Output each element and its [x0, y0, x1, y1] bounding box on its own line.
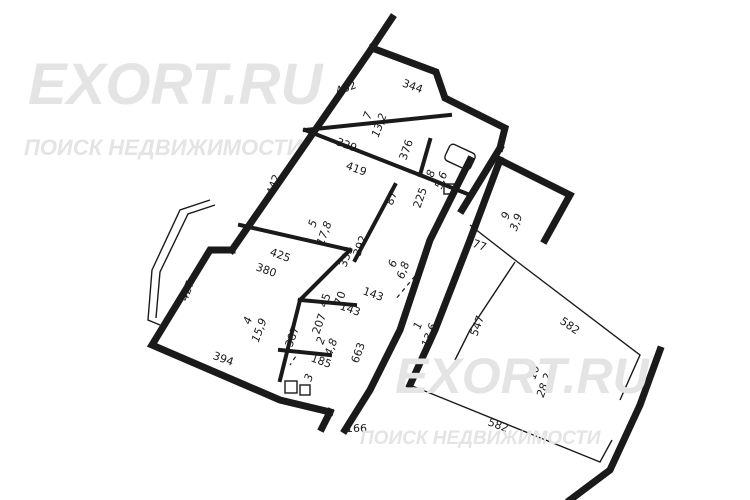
svg-text:2: 2 [314, 335, 329, 346]
svg-text:1: 1 [411, 320, 426, 331]
loggia-walls [409, 155, 665, 500]
svg-text:70: 70 [332, 289, 349, 307]
svg-text:5: 5 [306, 218, 321, 229]
svg-text:425: 425 [268, 246, 292, 265]
svg-text:225: 225 [411, 186, 430, 210]
svg-text:329: 329 [334, 135, 358, 154]
wall-left-upper [227, 43, 377, 255]
svg-text:419: 419 [344, 159, 368, 178]
watermark-brand-top: EXORT.RU [28, 52, 324, 117]
svg-text:45: 45 [317, 291, 334, 309]
svg-text:402: 402 [334, 78, 358, 97]
wall-left-lower [146, 246, 335, 417]
room-1-label: 1 13,6 [411, 320, 440, 349]
svg-text:3: 3 [302, 372, 317, 383]
svg-text:7: 7 [361, 110, 376, 121]
watermark-bottom: EXORT.RU ПОИСК НЕДВИЖИМОСТИ [360, 348, 651, 449]
interior-walls [237, 112, 473, 383]
svg-text:6,8: 6,8 [394, 260, 412, 281]
toilet-icon [443, 183, 455, 195]
svg-text:663: 663 [349, 341, 368, 365]
svg-text:4,8: 4,8 [322, 337, 340, 358]
watermark-tagline-top: ПОИСК НЕДВИЖИМОСТИ [24, 135, 304, 160]
svg-text:394: 394 [211, 349, 235, 368]
svg-text:3,9: 3,9 [507, 212, 525, 233]
svg-text:9: 9 [499, 210, 514, 221]
room-8-label: 8 5,6 [424, 168, 451, 191]
svg-text:8: 8 [424, 168, 439, 179]
bathroom-fixtures [284, 143, 476, 396]
wall-top [367, 43, 510, 153]
apartment-walls [146, 13, 510, 433]
svg-text:6: 6 [386, 258, 401, 269]
wall-bottom-end [317, 407, 335, 433]
svg-text:143: 143 [361, 285, 385, 304]
toilet-icon-2 [284, 380, 298, 394]
svg-text:4: 4 [241, 315, 256, 326]
svg-text:166: 166 [346, 422, 367, 435]
bathtub-icon [444, 143, 476, 171]
svg-text:10: 10 [526, 363, 543, 381]
svg-text:380: 380 [254, 261, 278, 280]
bay-window [147, 199, 211, 326]
watermark-tagline-bottom: ПОИСК НЕДВИЖИМОСТИ [360, 428, 601, 449]
room-2-label: 2 4,8 [314, 335, 341, 358]
svg-text:547: 547 [468, 314, 487, 338]
sink-icon [299, 384, 311, 396]
watermark-brand-bottom: EXORT.RU [395, 348, 651, 404]
svg-text:207: 207 [310, 312, 329, 336]
svg-text:87: 87 [383, 189, 400, 207]
room-4-label: 4 15,9 [241, 315, 270, 344]
svg-text:427: 427 [178, 279, 197, 303]
svg-text:5,6: 5,6 [432, 170, 450, 191]
svg-text:387: 387 [283, 325, 302, 349]
svg-text:582: 582 [557, 314, 582, 337]
room-9-label: 9 3,9 [499, 210, 526, 233]
svg-text:376: 376 [397, 138, 416, 162]
room-3-label: 3 [302, 372, 317, 383]
watermark-top: EXORT.RU ПОИСК НЕДВИЖИМОСТИ [24, 52, 324, 160]
wall-top-stub [367, 13, 397, 53]
corridor-walls [340, 155, 505, 435]
svg-text:344: 344 [400, 77, 424, 96]
wall-right-upper [457, 143, 505, 215]
svg-text:442: 442 [264, 173, 283, 197]
room-5-label: 5 17,8 [306, 218, 335, 247]
room-6-label: 6 6,8 [386, 258, 413, 281]
